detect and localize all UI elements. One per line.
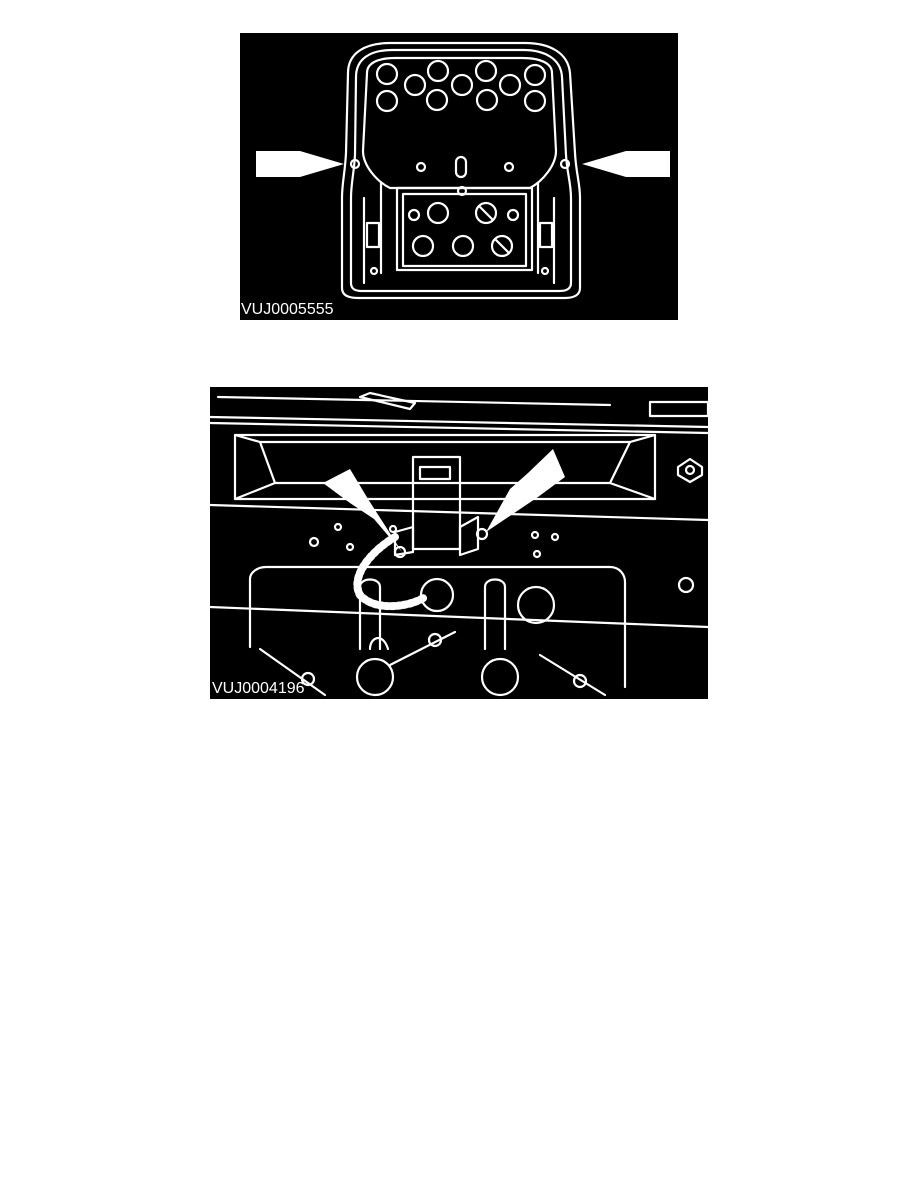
seat-bracket-illustration — [210, 391, 708, 697]
arrow-left — [323, 469, 402, 552]
figure-seat-bracket: VUJ0004196 — [210, 387, 708, 699]
figure-label: VUJ0004196 — [212, 680, 305, 697]
arrow-left — [256, 151, 344, 177]
figure-seat-pan: VUJ0005555 — [240, 33, 678, 320]
arrow-right — [486, 449, 565, 532]
seat-pan-illustration — [256, 41, 670, 300]
arrow-right — [582, 151, 670, 177]
figure-label: VUJ0005555 — [241, 301, 334, 318]
